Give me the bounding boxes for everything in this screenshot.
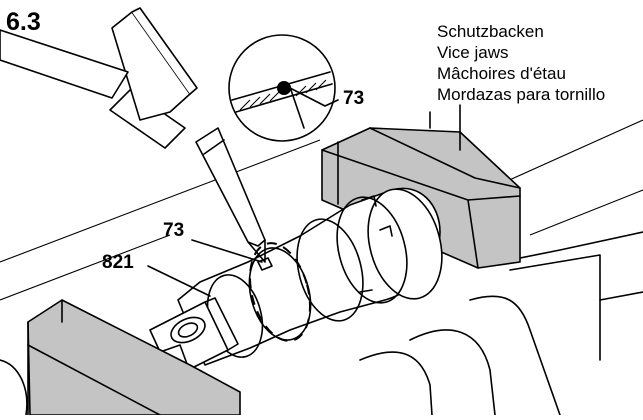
part-number-detail: 73 <box>343 88 364 109</box>
label-de: Schutzbacken <box>437 22 544 41</box>
detail-callout <box>228 34 339 142</box>
label-en: Vice jaws <box>437 43 509 62</box>
hammer-icon <box>0 7 198 149</box>
label-es: Mordazas para tornillo <box>437 85 605 104</box>
vice-base <box>0 119 643 416</box>
roll-pin-highlight <box>249 242 311 342</box>
vice-jaw-labels: Schutzbacken Vice jaws Mâchoires d'étau … <box>437 22 605 104</box>
step-number: 6.3 <box>6 8 41 36</box>
leader-lines <box>147 104 461 297</box>
punch-icon <box>195 127 266 263</box>
label-fr: Mâchoires d'étau <box>437 64 566 83</box>
part-number-body: 821 <box>102 252 134 273</box>
part-number-roll-pin: 73 <box>163 220 184 241</box>
